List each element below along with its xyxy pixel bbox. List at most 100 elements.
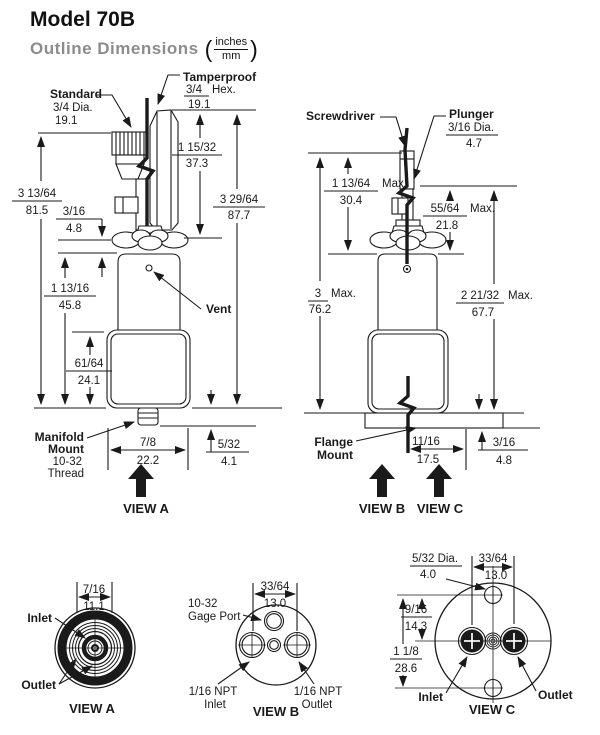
screwdriver-plunger-rod bbox=[395, 127, 416, 264]
flange-plate bbox=[364, 412, 504, 429]
manifold-label-2: Mount bbox=[48, 442, 84, 456]
break-line-flange bbox=[396, 376, 417, 453]
dim-port-spacing-b-mm: 13.0 bbox=[264, 598, 286, 610]
outlet-leader-a2 bbox=[58, 665, 93, 685]
inlet-leader-c bbox=[445, 656, 468, 694]
dim-cap-height-in: 1 15/32 bbox=[178, 142, 216, 154]
bottom-view-a-label: VIEW A bbox=[69, 701, 115, 716]
flange-mount-label-1: Flange bbox=[314, 435, 353, 449]
view-a-arrow bbox=[128, 464, 154, 497]
mounting-hole-top bbox=[483, 585, 503, 605]
units-fraction: inches mm bbox=[214, 36, 249, 62]
bottom-view-b: 33/64 13.0 10-32 Gage Port 1/16 NPT Inle… bbox=[188, 581, 342, 719]
dim-adj-max-in: 1 13/64 bbox=[332, 178, 371, 190]
inlet-leader-b bbox=[217, 661, 250, 685]
dim-overall-tamperproof-mm: 87.7 bbox=[228, 210, 250, 222]
flange-mount-leader bbox=[355, 426, 417, 442]
bottom-view-a: 7/16 11.1 Inlet Outlet VIEW A bbox=[21, 582, 136, 716]
scalloped-locknut-bc bbox=[369, 219, 447, 251]
dim-cap-height-mm: 37.3 bbox=[186, 158, 208, 170]
dim-plunger-max-in: 55/64 bbox=[431, 203, 460, 215]
tamperproof-in: 3/4 bbox=[186, 84, 203, 96]
outlet-label-b2: Outlet bbox=[302, 699, 333, 711]
units-inches: inches bbox=[214, 36, 249, 50]
dim-overall-tamperproof-in: 3 29/64 bbox=[220, 194, 259, 206]
screwdriver-leader bbox=[380, 116, 406, 147]
bottom-view-c-linework bbox=[390, 556, 552, 703]
side-view-a-text: Standard 3/4 Dia. 19.1 Tamperproof 3/4 H… bbox=[18, 70, 259, 516]
center-hole-b bbox=[266, 637, 282, 653]
side-view-a: Standard 3/4 Dia. 19.1 Tamperproof 3/4 H… bbox=[12, 70, 282, 516]
page-subtitle: Outline Dimensions bbox=[30, 39, 199, 59]
bottom-view-a-text: 7/16 11.1 Inlet Outlet VIEW A bbox=[21, 584, 115, 716]
gage-port-label-2: Gage Port bbox=[188, 611, 241, 623]
switch-neck-a bbox=[117, 253, 181, 332]
subtitle-row: Outline Dimensions ( inches mm ) bbox=[30, 36, 258, 62]
dim-body-width-in: 7/8 bbox=[140, 437, 156, 449]
dim-lower-body-mm: 24.1 bbox=[78, 375, 100, 387]
dim-body-max-mm: 67.7 bbox=[472, 307, 494, 319]
manifold-label-4: Thread bbox=[48, 468, 84, 480]
dim-adj-max-suffix: Max. bbox=[382, 178, 407, 190]
screwdriver-label: Screwdriver bbox=[306, 109, 375, 123]
inlet-port-b bbox=[238, 631, 266, 659]
dim-port-spacing-c-in: 33/64 bbox=[479, 553, 508, 565]
page-header: Model 70B Outline Dimensions ( inches mm… bbox=[30, 8, 258, 62]
scalloped-locknut-a bbox=[111, 225, 189, 251]
side-view-a-dimension-lines bbox=[12, 74, 282, 497]
hole-dia-mm: 4.0 bbox=[420, 569, 436, 581]
outlet-label-c: Outlet bbox=[538, 688, 573, 702]
units-note: ( inches mm ) bbox=[205, 36, 258, 62]
inlet-label-a: Inlet bbox=[27, 611, 52, 625]
tamperproof-suffix: Hex. bbox=[212, 84, 236, 96]
tamperproof-mm: 19.1 bbox=[188, 99, 210, 111]
dim-stud-in: 5/32 bbox=[218, 439, 240, 451]
vent-label: Vent bbox=[206, 302, 231, 316]
dim-flange-thickness-in: 3/16 bbox=[493, 437, 515, 449]
dim-port-dia-mm: 11.1 bbox=[83, 601, 105, 613]
dim-hole-span-mm: 28.6 bbox=[395, 663, 417, 675]
bottom-view-c: 5/32 Dia. 4.0 33/64 13.0 9/16 14.3 1 1/8… bbox=[390, 553, 573, 717]
vent-hole bbox=[145, 264, 153, 272]
tamperproof-hex-cap bbox=[149, 109, 179, 231]
outlet-label-b1: 1/16 NPT bbox=[294, 686, 343, 698]
mounting-hole-bottom bbox=[483, 678, 503, 698]
plunger-dia-in: 3/16 Dia. bbox=[448, 122, 494, 134]
hole-dia-in: 5/32 Dia. bbox=[412, 553, 458, 565]
dim-body-max-in: 2 21/32 bbox=[461, 290, 499, 302]
plunger-label: Plunger bbox=[449, 107, 494, 121]
dim-flange-offset-mm: 17.5 bbox=[417, 454, 439, 466]
gage-port-hole bbox=[263, 610, 285, 632]
dim-overall-max-in: 3 bbox=[315, 288, 321, 300]
paren-close: ) bbox=[250, 35, 258, 62]
side-view-bc-linework bbox=[364, 127, 504, 453]
bottom-view-b-text: 33/64 13.0 10-32 Gage Port 1/16 NPT Inle… bbox=[188, 581, 342, 719]
dim-flange-offset-in: 11/16 bbox=[412, 436, 440, 448]
bottom-view-b-label: VIEW B bbox=[253, 704, 299, 719]
dim-overall-standard-in: 3 13/64 bbox=[18, 188, 57, 200]
side-view-bc-dimension-lines bbox=[304, 115, 540, 497]
standard-dia: 3/4 Dia. bbox=[53, 102, 93, 114]
units-mm: mm bbox=[222, 49, 241, 62]
inlet-port-c bbox=[457, 626, 487, 656]
gage-port-leader bbox=[242, 613, 262, 622]
dim-port-spacing-b-in: 33/64 bbox=[261, 581, 290, 593]
manifold-stud bbox=[137, 407, 159, 426]
manifold-label-3: 10-32 bbox=[53, 456, 82, 468]
center-orifice-c bbox=[484, 632, 502, 650]
bottom-view-b-linework bbox=[217, 583, 317, 686]
paren-open: ( bbox=[204, 35, 213, 62]
dim-hole-span-in: 1 1/8 bbox=[393, 646, 419, 658]
plunger-dia-mm: 4.7 bbox=[466, 138, 482, 150]
inlet-leader-a bbox=[54, 617, 86, 639]
standard-dia-mm: 19.1 bbox=[55, 115, 77, 127]
standard-leader bbox=[96, 94, 132, 128]
switch-body-bc bbox=[367, 329, 449, 414]
bottom-view-c-label: VIEW C bbox=[469, 702, 516, 717]
dim-overall-max-suffix: Max. bbox=[331, 288, 356, 300]
gage-port-label-1: 10-32 bbox=[188, 598, 217, 610]
dim-adj-max-mm: 30.4 bbox=[340, 195, 363, 207]
dim-flange-thickness-mm: 4.8 bbox=[496, 455, 512, 467]
